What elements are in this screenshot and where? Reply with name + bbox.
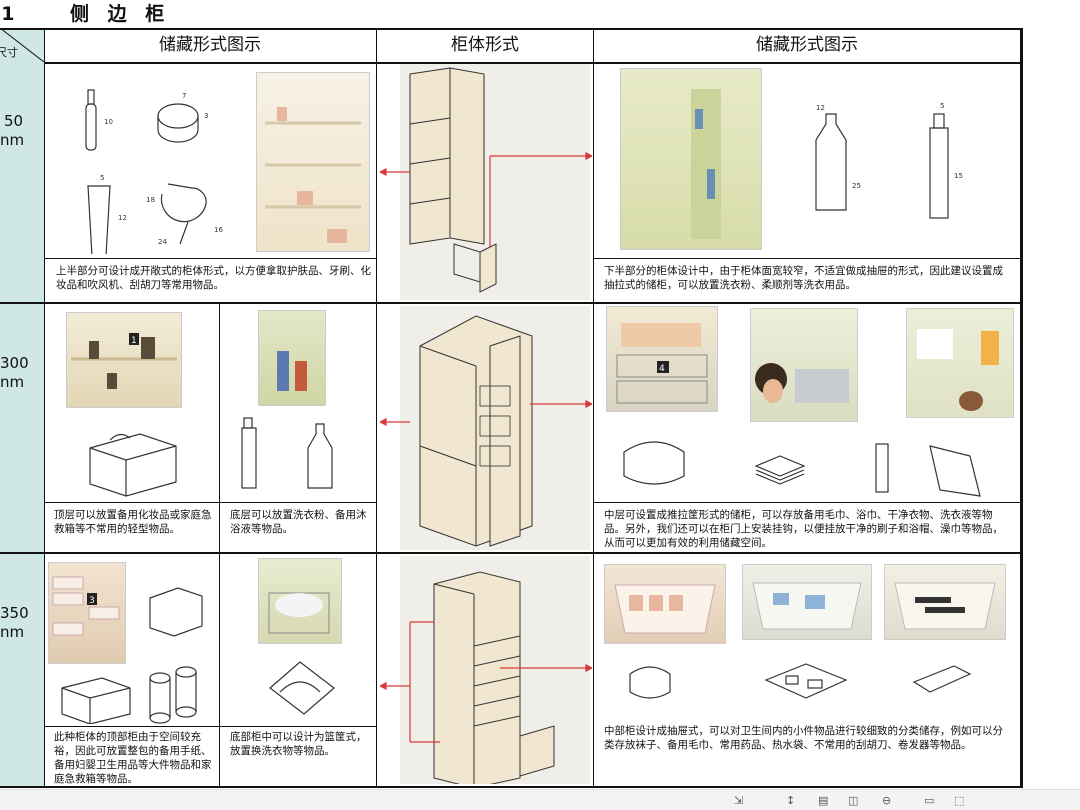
photo-number-badge: 3 bbox=[89, 596, 95, 606]
bottom-cabinet-photo bbox=[258, 310, 326, 406]
section-heading: .1 侧 边 柜 bbox=[0, 0, 400, 28]
rule bbox=[44, 502, 376, 503]
dimension-mark: 15 bbox=[954, 172, 963, 180]
viewer-status-bar: ⇲ ↕ ▤ ◫ ⊖ ▭ ⬚ bbox=[0, 789, 1080, 810]
page-view-icon[interactable]: ▤ bbox=[818, 794, 829, 807]
rule bbox=[593, 28, 594, 788]
cabinet-drawer-drawing bbox=[380, 556, 592, 784]
header-right: 储藏形式图示 bbox=[756, 35, 858, 55]
row1-item-sketches: 10 7 3 5 12 18 24 16 bbox=[85, 89, 223, 254]
cabinet-basket-drawing bbox=[380, 306, 592, 550]
rule bbox=[0, 786, 1020, 788]
rule bbox=[376, 28, 377, 788]
row2-right-caption: 中层可设置成推拉筐形式的储柜，可以存放备用毛巾、浴巾、干净衣物、洗衣液等物品。另… bbox=[604, 509, 1003, 549]
dimension-mark: 3 bbox=[204, 112, 208, 120]
rule bbox=[593, 258, 1020, 259]
row2-right-sketches bbox=[623, 441, 981, 497]
dimension-mark: 24 bbox=[158, 238, 167, 246]
top-cabinet-photo: 1 bbox=[66, 312, 182, 408]
row3-left-caption-b: 底部柜中可以设计为篮筐式，放置换洗衣物等物品。 bbox=[230, 731, 367, 757]
row3-left-caption-a: 此种柜体的顶部柜由于空间较充裕，因此可放置整包的备用手纸、备用妇婴卫生用品等大件… bbox=[54, 731, 212, 785]
drawer-medicine-photo bbox=[742, 564, 872, 640]
row3-right-caption: 中部柜设计成抽屉式，可以对卫生间内的小件物品进行较细致的分类储存，例如可以分类存… bbox=[604, 725, 1003, 751]
photo-number-badge: 1 bbox=[131, 336, 137, 346]
row2-left-caption-b: 底层可以放置洗衣粉、备用沐浴液等物品。 bbox=[230, 509, 367, 535]
rule bbox=[44, 258, 376, 259]
basket-pullout-photo bbox=[750, 308, 858, 422]
dimension-mark: 7 bbox=[182, 92, 186, 100]
rule bbox=[219, 302, 220, 788]
book-view-icon[interactable]: ◫ bbox=[848, 794, 859, 807]
size-column bbox=[0, 28, 44, 788]
basket-towel-photo: 4 bbox=[606, 306, 718, 412]
dimension-mark: 12 bbox=[118, 214, 127, 222]
first-aid-box-sketch bbox=[89, 433, 177, 497]
cabinet-open-top-drawing bbox=[380, 64, 592, 300]
drawer-socks-photo bbox=[604, 564, 726, 644]
reading-mode-icon[interactable]: ⇲ bbox=[734, 794, 744, 807]
open-shelf-photo bbox=[256, 72, 370, 252]
dimension-mark: 16 bbox=[214, 226, 223, 234]
row1-right-sketches: 12 25 5 15 bbox=[815, 102, 963, 219]
laundry-basket-sketch bbox=[269, 661, 335, 715]
rule bbox=[44, 62, 1020, 64]
expand-icon[interactable]: ↕ bbox=[786, 794, 796, 807]
header-left: 储藏形式图示 bbox=[159, 35, 261, 55]
header-middle: 柜体形式 bbox=[451, 35, 519, 55]
row3-left-sketches bbox=[149, 587, 203, 724]
zoom-out-icon[interactable]: ⊖ bbox=[882, 794, 892, 807]
photo-number-badge: 4 bbox=[659, 364, 665, 374]
dimension-mark: 12 bbox=[816, 104, 825, 112]
drawer-tools-photo bbox=[884, 564, 1006, 640]
top-storage-photo: 3 bbox=[48, 562, 126, 664]
door-hook-photo bbox=[906, 308, 1014, 418]
row1-left-caption: 上半部分可设计成开敞式的柜体形式，以方便拿取护肤品、牙刷、化妆品和吹风机、刮胡刀… bbox=[56, 265, 371, 291]
rule bbox=[0, 28, 1020, 30]
rule bbox=[44, 726, 376, 727]
row2-bottle-sketches bbox=[241, 417, 333, 489]
corner-label: 尺寸 bbox=[0, 46, 18, 59]
row3-right-sketches bbox=[629, 663, 972, 699]
dimension-mark: 18 bbox=[146, 196, 155, 204]
rule bbox=[593, 502, 1020, 503]
fit-width-icon[interactable]: ⬚ bbox=[954, 794, 965, 807]
fit-page-icon[interactable]: ▭ bbox=[924, 794, 935, 807]
corner-cell: 尺寸 bbox=[0, 28, 44, 62]
section-title: 侧 边 柜 bbox=[70, 3, 171, 25]
rule bbox=[0, 302, 1020, 304]
rule bbox=[44, 28, 45, 788]
dimension-mark: 10 bbox=[104, 118, 113, 126]
dimension-mark: 5 bbox=[940, 102, 944, 110]
rule bbox=[0, 552, 1020, 554]
section-number: .1 bbox=[0, 3, 15, 25]
pullout-cabinet-photo bbox=[620, 68, 762, 250]
dimension-mark: 5 bbox=[100, 174, 104, 182]
row1-right-caption: 下半部分的柜体设计中，由于柜体面宽较窄，不适宜做成抽屉的形式，因此建议设置成抽拉… bbox=[604, 265, 1003, 291]
row2-left-caption-a: 顶层可以放置备用化妆品或家庭急救箱等不常用的轻型物品。 bbox=[54, 509, 212, 535]
basket-laundry-photo bbox=[258, 558, 342, 644]
dimension-mark: 25 bbox=[852, 182, 861, 190]
row3-first-aid-box-sketch bbox=[61, 677, 131, 724]
